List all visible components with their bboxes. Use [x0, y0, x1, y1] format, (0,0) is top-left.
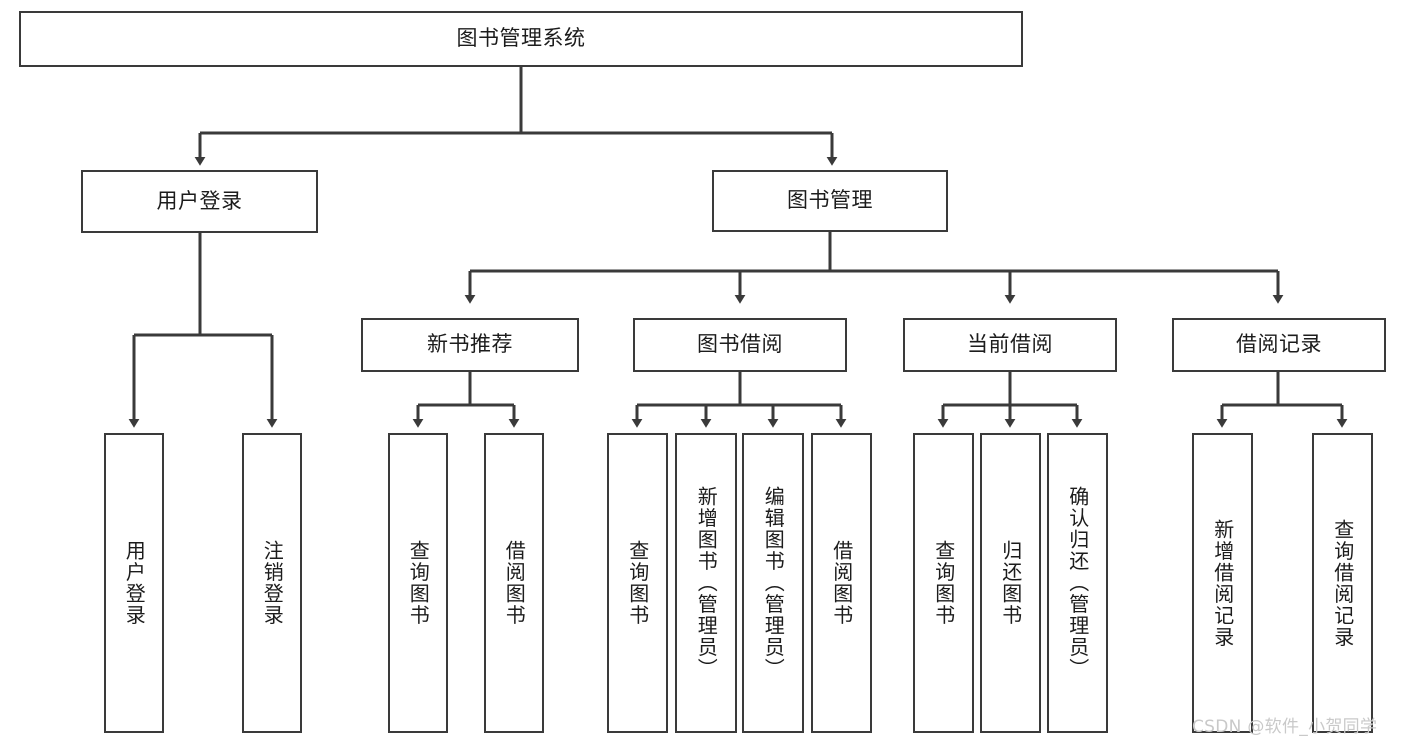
node-book-borrow[interactable]: 图书借阅 [633, 318, 847, 372]
node-leaf-user-logout[interactable]: 注销登录 [242, 433, 302, 733]
node-leaf-edit-book-label: 编辑图书（管理员） [761, 486, 786, 680]
node-leaf-query-record-label: 查询借阅记录 [1330, 518, 1355, 648]
node-root-label: 图书管理系统 [456, 26, 586, 51]
node-user-login[interactable]: 用户登录 [81, 170, 318, 233]
node-current-borrow[interactable]: 当前借阅 [903, 318, 1117, 372]
node-leaf-confirm-return[interactable]: 确认归还（管理员） [1047, 433, 1108, 733]
node-leaf-query-book-3-label: 查询图书 [931, 540, 956, 626]
node-leaf-borrow-book-1-label: 借阅图书 [502, 540, 527, 626]
node-leaf-borrow-book-2-label: 借阅图书 [829, 540, 854, 626]
node-root[interactable]: 图书管理系统 [19, 11, 1023, 67]
node-book-manage[interactable]: 图书管理 [712, 170, 948, 232]
node-leaf-edit-book[interactable]: 编辑图书（管理员） [742, 433, 804, 733]
node-new-book-rec-label: 新书推荐 [427, 332, 513, 357]
node-new-book-rec[interactable]: 新书推荐 [361, 318, 579, 372]
node-leaf-add-record[interactable]: 新增借阅记录 [1192, 433, 1253, 733]
node-leaf-borrow-book-1[interactable]: 借阅图书 [484, 433, 544, 733]
node-leaf-user-login-label: 用户登录 [122, 540, 147, 626]
node-leaf-user-logout-label: 注销登录 [260, 540, 285, 626]
node-leaf-query-book-2-label: 查询图书 [625, 540, 650, 626]
node-borrow-record-label: 借阅记录 [1236, 332, 1322, 357]
node-leaf-add-record-label: 新增借阅记录 [1210, 518, 1235, 648]
node-current-borrow-label: 当前借阅 [967, 332, 1053, 357]
node-leaf-return-book[interactable]: 归还图书 [980, 433, 1041, 733]
node-leaf-query-book-2[interactable]: 查询图书 [607, 433, 668, 733]
node-leaf-user-login[interactable]: 用户登录 [104, 433, 164, 733]
node-leaf-query-book-3[interactable]: 查询图书 [913, 433, 974, 733]
node-leaf-confirm-return-label: 确认归还（管理员） [1065, 486, 1090, 680]
node-leaf-add-book[interactable]: 新增图书（管理员） [675, 433, 737, 733]
node-book-borrow-label: 图书借阅 [697, 332, 783, 357]
csdn-watermark: CSDN @软件_小贺同学 [1192, 717, 1378, 737]
node-borrow-record[interactable]: 借阅记录 [1172, 318, 1386, 372]
node-leaf-query-book-1-label: 查询图书 [406, 540, 431, 626]
node-leaf-return-book-label: 归还图书 [998, 540, 1023, 626]
node-book-manage-label: 图书管理 [787, 188, 873, 213]
node-leaf-query-record[interactable]: 查询借阅记录 [1312, 433, 1373, 733]
node-user-login-label: 用户登录 [156, 188, 243, 213]
node-leaf-borrow-book-2[interactable]: 借阅图书 [811, 433, 872, 733]
node-leaf-query-book-1[interactable]: 查询图书 [388, 433, 448, 733]
node-leaf-add-book-label: 新增图书（管理员） [694, 486, 719, 680]
